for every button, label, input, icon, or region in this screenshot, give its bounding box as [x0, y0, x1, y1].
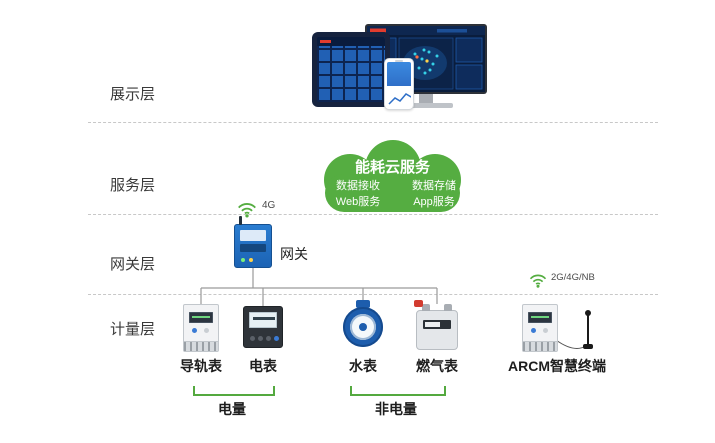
- arcm-network-label: 2G/4G/NB: [551, 272, 595, 283]
- gateway-network-label: 4G: [262, 200, 276, 211]
- wifi-icon-arcm: [529, 274, 547, 288]
- tablet-logo-mark: [320, 40, 331, 43]
- antenna-icon: [587, 315, 589, 345]
- layer-label-display: 展示层: [110, 86, 156, 103]
- gas-meter-display: [423, 320, 451, 329]
- gas-meter-pipe-right: [444, 304, 452, 311]
- monitor-stand-neck: [419, 94, 433, 103]
- din-rail-meter-button: [192, 328, 197, 333]
- water-meter: [341, 300, 385, 352]
- electric-meter: [243, 306, 283, 348]
- din-rail-meter: [183, 304, 219, 352]
- gateway-front-panel: [240, 230, 266, 241]
- din-rail-meter-button-2: [204, 328, 209, 333]
- electric-meter-display: [249, 312, 277, 328]
- layer-divider-2: [88, 214, 658, 215]
- arcm-terminal-button: [531, 328, 536, 333]
- device-label-din-rail-meter: 导轨表: [180, 358, 222, 374]
- phone-screen: [387, 62, 411, 106]
- gateway-led-yellow: [249, 258, 253, 262]
- wifi-icon: [238, 203, 256, 218]
- cloud-title: 能耗云服务: [354, 159, 430, 176]
- electric-meter-button-1: [250, 336, 255, 341]
- din-rail-meter-terminals: [184, 341, 218, 351]
- phone-device: [384, 58, 414, 110]
- layer-divider-3: [88, 294, 658, 295]
- group-label-electric: 电量: [218, 401, 246, 417]
- gateway-label: 网关: [280, 246, 308, 262]
- gateway-display: [240, 244, 266, 252]
- gas-meter-pipe-left: [422, 304, 430, 311]
- gas-meter: [414, 300, 458, 350]
- device-label-arcm-terminal: ARCM智慧终端: [508, 358, 606, 374]
- water-meter-hub: [359, 323, 367, 331]
- phone-app-header: [387, 62, 411, 87]
- gas-meter-valve: [414, 300, 423, 307]
- gateway-device: [234, 216, 272, 268]
- layer-label-service: 服务层: [110, 177, 156, 194]
- electric-meter-button-2: [258, 336, 263, 341]
- antenna-base: [583, 344, 593, 349]
- bracket-non-electric-group: [350, 386, 446, 396]
- antenna-tip: [585, 310, 591, 316]
- monitor-stand-base: [399, 103, 453, 108]
- gateway-led-green: [241, 258, 245, 262]
- layer-label-gateway: 网关层: [110, 256, 156, 273]
- device-label-electric-meter: 电表: [249, 358, 277, 374]
- cloud-item-web-service: Web服务: [335, 196, 381, 208]
- layer-label-metering: 计量层: [110, 321, 156, 338]
- arcm-terminal-terminals: [523, 341, 557, 351]
- din-rail-meter-lcd: [189, 312, 213, 323]
- device-label-water-meter: 水表: [349, 358, 377, 374]
- electric-meter-button-3: [266, 336, 271, 341]
- electric-meter-button-4: [274, 336, 279, 341]
- arcm-terminal-lcd: [528, 312, 552, 323]
- gateway-antenna-stub: [239, 216, 242, 225]
- arcm-terminal-device: [522, 304, 558, 352]
- group-label-non-electric: 非电量: [375, 401, 417, 417]
- layer-divider-1: [88, 122, 658, 123]
- tablet-header-bar: [317, 37, 385, 46]
- phone-chart-graphic: [388, 93, 411, 105]
- water-meter-cap: [356, 300, 370, 308]
- arcm-terminal-button-2: [543, 328, 548, 333]
- tablet-device: [312, 32, 390, 107]
- phone-speaker: [395, 60, 403, 62]
- cloud-item-data-storage: 数据存储: [412, 180, 456, 192]
- cloud-item-app-service: App服务: [413, 196, 455, 208]
- cloud-shape: [324, 140, 461, 212]
- tablet-screen: [317, 37, 385, 102]
- device-label-gas-meter: 燃气表: [416, 358, 458, 374]
- cloud-item-data-receive: 数据接收: [336, 180, 380, 192]
- bracket-electric-group: [193, 386, 275, 396]
- cloud-service: 能耗云服务 数据接收 数据存储 Web服务 App服务: [305, 140, 480, 214]
